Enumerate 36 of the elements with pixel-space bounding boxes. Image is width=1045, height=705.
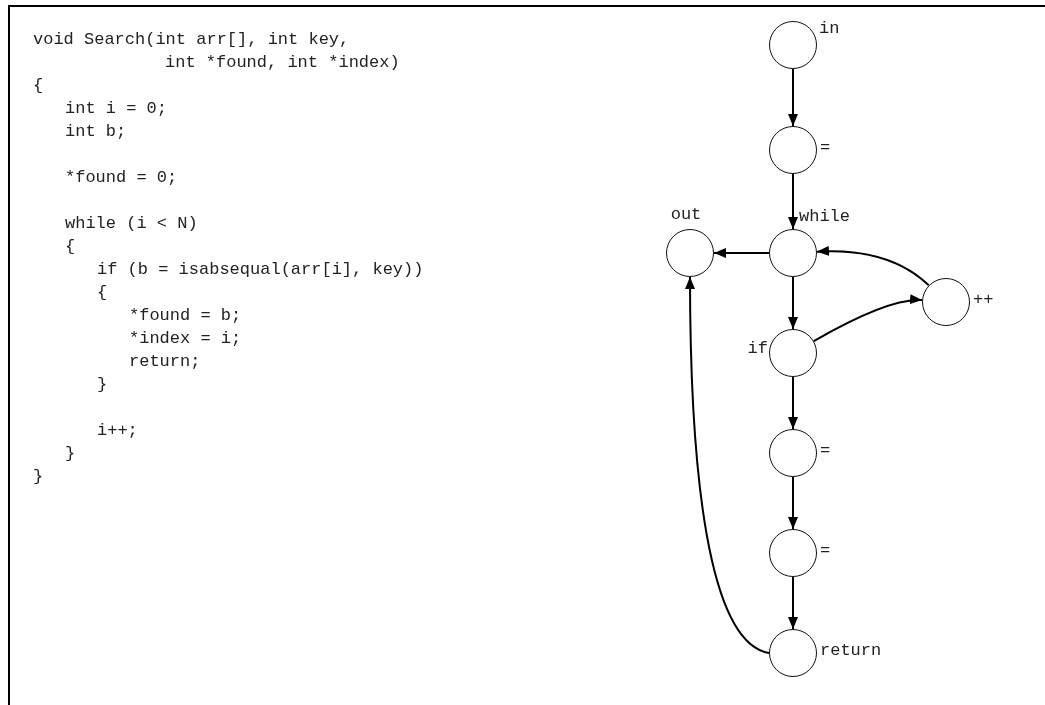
node-label: = bbox=[820, 541, 831, 561]
node-label: return bbox=[820, 641, 882, 661]
node-label: in bbox=[819, 19, 840, 39]
arrow bbox=[788, 68, 798, 127]
code-line: *found = 0; bbox=[65, 168, 178, 188]
code-line: } bbox=[65, 444, 76, 464]
arrow bbox=[788, 276, 798, 330]
code-line: if (b = isabsequal(arr[i], key)) bbox=[97, 260, 424, 280]
arrow bbox=[788, 376, 798, 430]
node-label: out bbox=[670, 205, 702, 225]
code-line: { bbox=[65, 237, 76, 257]
code-line: { bbox=[97, 283, 108, 303]
node-label: ++ bbox=[973, 290, 994, 310]
code-line: { bbox=[33, 76, 44, 96]
arrow bbox=[815, 246, 930, 287]
code-line: int i = 0; bbox=[65, 99, 168, 119]
code-line: while (i < N) bbox=[65, 214, 198, 234]
code-line: *index = i; bbox=[129, 329, 242, 349]
code-line: } bbox=[97, 375, 108, 395]
code-line: } bbox=[33, 467, 44, 487]
arrow bbox=[685, 276, 770, 654]
code-line: int *found, int *index) bbox=[165, 53, 400, 73]
code-line: int b; bbox=[65, 122, 127, 142]
code-line: return; bbox=[129, 352, 201, 372]
node-label: = bbox=[820, 441, 831, 461]
node-label: if bbox=[747, 339, 768, 359]
node-label: = bbox=[820, 138, 831, 158]
code-line: i++; bbox=[97, 421, 138, 441]
arrow bbox=[788, 173, 798, 230]
node-label: while bbox=[799, 207, 850, 227]
arrow bbox=[788, 476, 798, 530]
arrow bbox=[812, 294, 924, 343]
code-line: void Search(int arr[], int key, bbox=[33, 30, 350, 50]
arrow bbox=[713, 248, 770, 258]
code-line: *found = b; bbox=[129, 306, 242, 326]
arrow bbox=[788, 576, 798, 630]
